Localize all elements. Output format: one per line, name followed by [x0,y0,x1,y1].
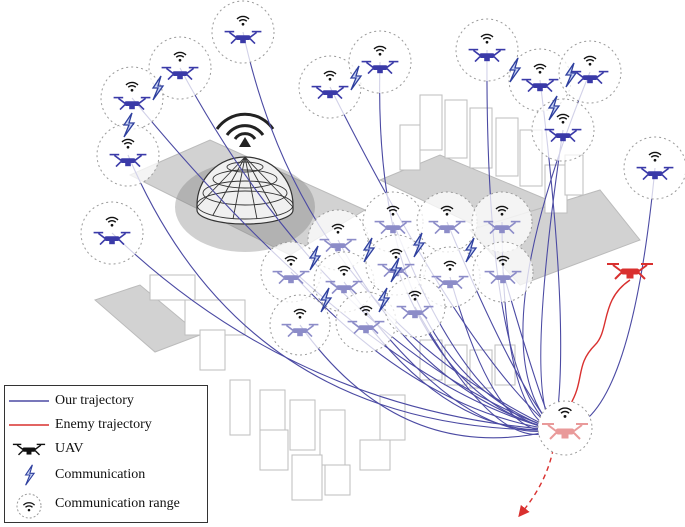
uav-node [211,0,275,64]
uav-node [80,201,144,265]
trajectory-line [127,154,558,435]
legend-uav: UAV [5,437,207,461]
communication-range-circle [558,40,622,104]
uav-node [348,30,412,94]
uav-node-faded [472,241,534,303]
communication-range-circle [472,241,534,303]
trajectory-line [111,232,558,434]
target-uav [537,400,593,456]
legend-communication: Communication [5,463,207,487]
communication-range-circle [148,36,212,100]
communication-range-circle [455,18,519,82]
drone-icon [12,443,46,456]
trajectory-line [299,324,558,439]
communication-range-circle [531,98,595,162]
legend-our-trajectory: Our trajectory [5,389,207,413]
uav-node [298,55,362,119]
uav-node [100,66,164,130]
trajectory-line [486,49,557,432]
legend-enemy-trajectory: Enemy trajectory [5,413,207,437]
radar-dome-icon [175,112,315,252]
legend-label-communication: Communication [55,467,146,482]
lightning-bolt-icon [25,464,35,486]
city-background [94,94,641,501]
legend-label-our-trajectory: Our trajectory [55,393,134,408]
uav-node [96,123,160,187]
legend-communication-range: Communication range [5,492,207,519]
legend-label-communication-range: Communication range [55,496,180,511]
uav-node-faded [384,276,446,338]
communication-range-circle [348,30,412,94]
trajectory-line [365,321,558,435]
legend-label-uav: UAV [55,441,84,456]
enemy-uav-icon [606,263,654,280]
communication-range-circle [416,191,478,253]
legend: Our trajectory Enemy trajectory UAV Comm… [4,385,208,523]
communication-range-circle [384,276,446,338]
communication-range-circle [80,201,144,265]
wifi-signal-icon [16,493,42,519]
uav-node [455,18,519,82]
communication-range-circle [211,0,275,64]
uav-node [558,40,622,104]
uav-node-faded [416,191,478,253]
uav-node [531,98,595,162]
communication-range-circle [100,66,164,130]
legend-label-enemy-trajectory: Enemy trajectory [55,417,152,432]
uav-node-faded [269,294,331,356]
uav-node [148,36,212,100]
communication-range-circle [623,136,685,200]
communication-range-circle [269,294,331,356]
uav-node-faded [471,191,533,253]
trajectory-line [329,86,557,432]
communication-range-circle [260,241,322,303]
enemy-trajectory [518,279,631,518]
uav-node-faded [260,241,322,303]
uav-node [623,136,685,200]
communication-range-circle [298,55,362,119]
communication-range-circle [96,123,160,187]
communication-range-circle [471,191,533,253]
